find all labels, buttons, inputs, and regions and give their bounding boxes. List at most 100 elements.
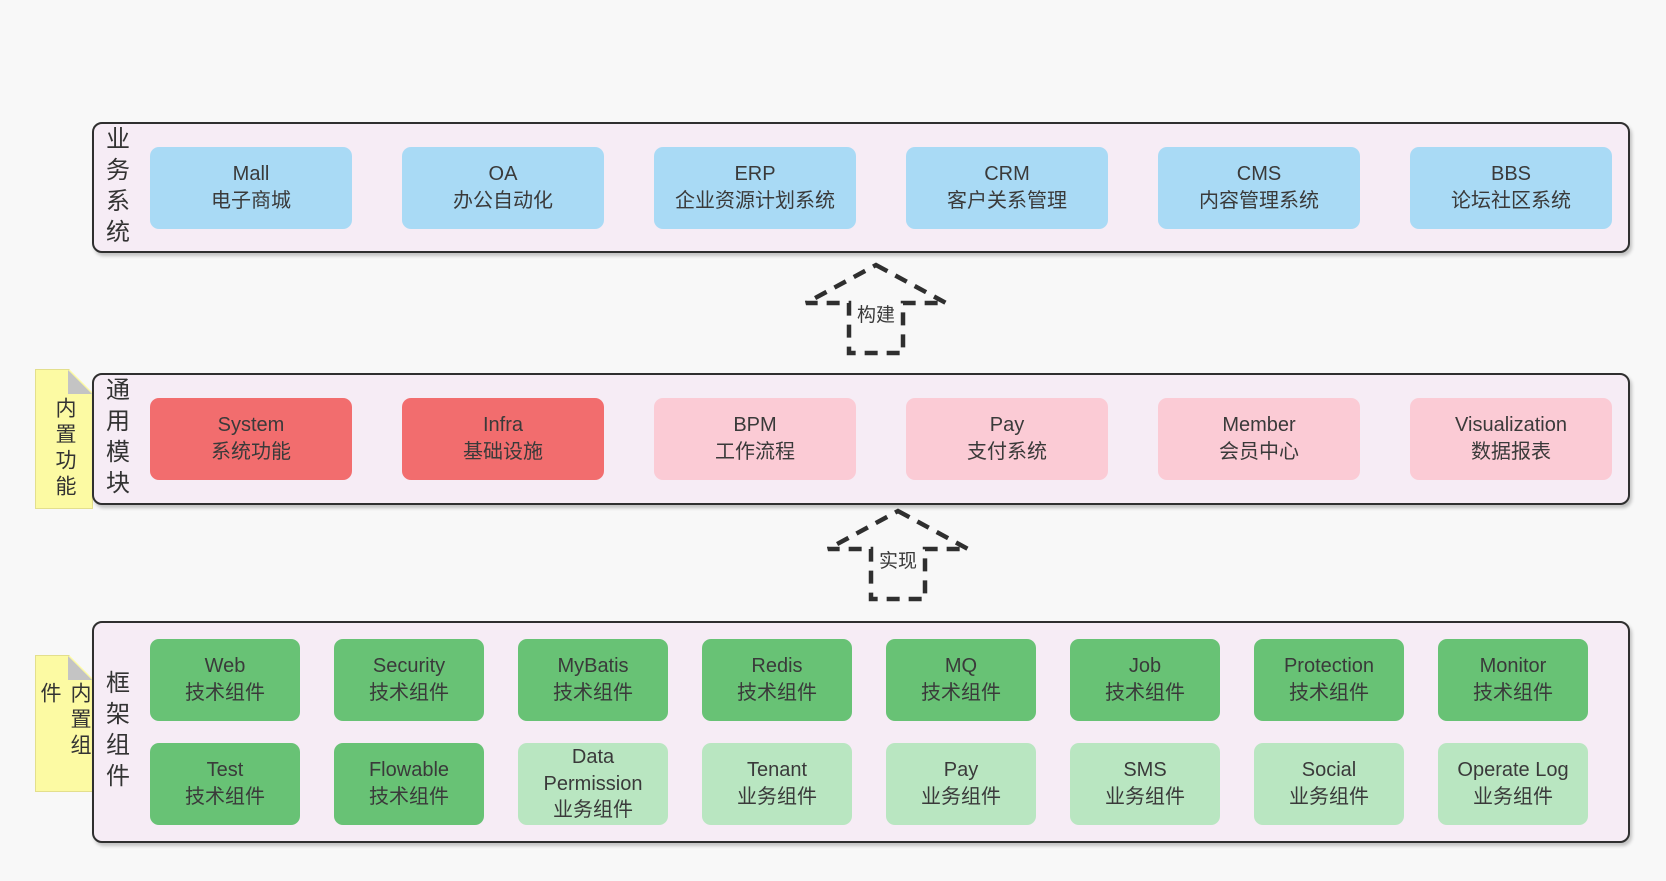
arrow-build: 构建 xyxy=(800,260,952,358)
module-boxes-row: System 系统功能 Infra 基础设施 BPM 工作流程 Pay 支付系统… xyxy=(136,398,1628,480)
sticky-note-builtin-components: 内置组件 xyxy=(35,655,93,792)
box-title: OA xyxy=(488,162,518,185)
box-subtitle: 技术组件 xyxy=(369,786,449,808)
box-bpm: BPM 工作流程 xyxy=(654,398,856,480)
box-title: Visualization xyxy=(1455,414,1567,437)
box-title: Monitor xyxy=(1479,655,1547,678)
panel-common-modules: 通用模块 System 系统功能 Infra 基础设施 BPM 工作流程 Pay… xyxy=(92,373,1630,505)
box-web: Web 技术组件 xyxy=(150,639,300,721)
box-title: BPM xyxy=(733,414,777,437)
box-subtitle: 业务组件 xyxy=(1105,786,1185,808)
box-title: Tenant xyxy=(746,759,808,782)
dashed-up-arrow-icon xyxy=(826,508,970,602)
box-test: Test 技术组件 xyxy=(150,743,300,825)
box-subtitle: 企业资源计划系统 xyxy=(675,189,835,212)
box-data-permission: Data Permission 业务组件 xyxy=(518,743,668,825)
box-job: Job 技术组件 xyxy=(1070,639,1220,721)
panel-business-systems: 业务系统 Mall 电子商城 OA 办公自动化 ERP 企业资源计划系统 CRM… xyxy=(92,122,1630,253)
box-subtitle: 技术组件 xyxy=(185,786,265,808)
box-subtitle: 论坛社区系统 xyxy=(1451,189,1571,212)
component-rows: Web 技术组件 Security 技术组件 MyBatis 技术组件 Redi… xyxy=(136,639,1628,825)
box-mybatis: MyBatis 技术组件 xyxy=(518,639,668,721)
dashed-up-arrow-icon xyxy=(804,262,948,356)
box-subtitle: 基础设施 xyxy=(463,441,543,463)
box-title: SMS xyxy=(1123,759,1167,782)
box-subtitle: 技术组件 xyxy=(185,682,265,704)
box-title: Operate Log xyxy=(1457,759,1569,782)
box-operate-log: Operate Log 业务组件 xyxy=(1438,743,1588,825)
box-subtitle: 技术组件 xyxy=(921,682,1001,704)
box-subtitle: 技术组件 xyxy=(1289,682,1369,704)
box-cms: CMS 内容管理系统 xyxy=(1158,146,1360,229)
box-title: Mall xyxy=(232,162,270,185)
box-monitor: Monitor 技术组件 xyxy=(1438,639,1588,721)
box-member: Member 会员中心 xyxy=(1158,398,1360,480)
box-title: Pay xyxy=(943,759,979,782)
box-crm: CRM 客户关系管理 xyxy=(906,146,1108,229)
panel-label-common-modules: 通用模块 xyxy=(101,377,129,501)
box-subtitle: 技术组件 xyxy=(553,682,633,704)
panel-label-framework-components: 框架组件 xyxy=(101,670,129,794)
box-subtitle: 工作流程 xyxy=(715,441,795,463)
box-subtitle: 技术组件 xyxy=(737,682,817,704)
box-subtitle: 技术组件 xyxy=(1473,682,1553,704)
box-bbs: BBS 论坛社区系统 xyxy=(1410,146,1612,229)
box-subtitle: 客户关系管理 xyxy=(947,189,1067,212)
box-infra: Infra 基础设施 xyxy=(402,398,604,480)
box-flowable: Flowable 技术组件 xyxy=(334,743,484,825)
box-subtitle: 业务组件 xyxy=(1289,786,1369,808)
box-subtitle: 业务组件 xyxy=(737,786,817,808)
box-subtitle: 会员中心 xyxy=(1219,441,1299,463)
business-boxes-row: Mall 电子商城 OA 办公自动化 ERP 企业资源计划系统 CRM 客户关系… xyxy=(136,146,1628,229)
box-subtitle: 系统功能 xyxy=(211,441,291,463)
box-title: ERP xyxy=(734,162,776,185)
note-fold-icon xyxy=(68,656,92,680)
box-title: System xyxy=(217,414,285,437)
box-pay-component: Pay 业务组件 xyxy=(886,743,1036,825)
box-tenant: Tenant 业务组件 xyxy=(702,743,852,825)
box-title: MQ xyxy=(944,655,978,678)
box-title: CRM xyxy=(984,162,1030,185)
box-subtitle: 电子商城 xyxy=(211,189,291,212)
box-title: Redis xyxy=(751,655,803,678)
box-sms: SMS 业务组件 xyxy=(1070,743,1220,825)
box-system: System 系统功能 xyxy=(150,398,352,480)
panel-framework-components: 框架组件 Web 技术组件 Security 技术组件 MyBatis 技术组件… xyxy=(92,621,1630,843)
box-mall: Mall 电子商城 xyxy=(150,146,352,229)
box-visualization: Visualization 数据报表 xyxy=(1410,398,1612,480)
box-title: Security xyxy=(372,655,446,678)
box-subtitle: 支付系统 xyxy=(967,441,1047,463)
arrow-implement-label: 实现 xyxy=(878,551,917,572)
box-title: CMS xyxy=(1236,162,1282,185)
box-security: Security 技术组件 xyxy=(334,639,484,721)
box-mq: MQ 技术组件 xyxy=(886,639,1036,721)
component-row-business: Test 技术组件 Flowable 技术组件 Data Permission … xyxy=(150,743,1628,825)
box-title: Social xyxy=(1301,759,1357,782)
panel-label-business-systems: 业务系统 xyxy=(101,125,129,250)
box-erp: ERP 企业资源计划系统 xyxy=(654,146,856,229)
note-fold-icon xyxy=(68,370,92,394)
box-redis: Redis 技术组件 xyxy=(702,639,852,721)
box-title: Data Permission xyxy=(543,746,643,795)
box-pay-module: Pay 支付系统 xyxy=(906,398,1108,480)
box-oa: OA 办公自动化 xyxy=(402,146,604,229)
sticky-note-text: 内置功能 xyxy=(53,397,76,501)
box-title: Test xyxy=(206,759,244,782)
box-title: Pay xyxy=(989,414,1025,437)
box-title: Protection xyxy=(1283,655,1375,678)
box-title: Flowable xyxy=(368,759,450,782)
arrow-implement: 实现 xyxy=(822,506,974,604)
box-subtitle: 技术组件 xyxy=(1105,682,1185,704)
sticky-note-builtin-features: 内置功能 xyxy=(35,369,93,509)
box-title: Infra xyxy=(482,414,524,437)
box-subtitle: 业务组件 xyxy=(1473,786,1553,808)
box-title: MyBatis xyxy=(557,655,629,678)
box-subtitle: 业务组件 xyxy=(921,786,1001,808)
box-title: Job xyxy=(1128,655,1162,678)
arrow-build-label: 构建 xyxy=(856,305,895,326)
box-protection: Protection 技术组件 xyxy=(1254,639,1404,721)
box-subtitle: 数据报表 xyxy=(1471,441,1551,463)
box-subtitle: 内容管理系统 xyxy=(1199,189,1319,212)
sticky-note-text: 内置组件 xyxy=(38,682,91,760)
